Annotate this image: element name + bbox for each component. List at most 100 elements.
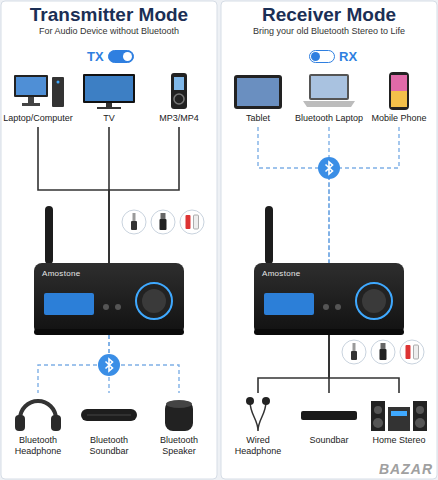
device-icon (8, 393, 68, 433)
bluetooth-symbol (318, 157, 340, 179)
device-card: MP3/MP4 (144, 71, 214, 127)
device-card: Home Stereo (364, 393, 434, 449)
device-card: Bluetooth Headphone (3, 393, 73, 460)
aux-plug-icon (122, 210, 146, 234)
laptop-screen (311, 76, 347, 98)
speaker-cone (373, 418, 383, 428)
unit-knob (136, 283, 172, 319)
plug-tip (353, 343, 356, 351)
tv-frame (83, 74, 135, 103)
phone-screen (391, 75, 407, 91)
transceiver-unit: Amostone (254, 263, 404, 335)
stereo-display (391, 411, 407, 416)
mode-title: Transmitter Mode (5, 4, 213, 26)
device-label: Bluetooth Speaker (144, 435, 214, 457)
speaker-body (165, 401, 193, 431)
unit-button (335, 304, 341, 310)
stereo-speaker (413, 401, 427, 431)
player-wheel (174, 94, 184, 104)
device-label: Bluetooth Laptop (294, 113, 364, 124)
laptop-base (303, 101, 355, 107)
mode-toggle: RX (307, 47, 359, 66)
device-label: MP3/MP4 (144, 113, 214, 124)
ear-cup (51, 415, 61, 431)
device-label: Soundbar (294, 435, 364, 446)
device-label: Bluetooth Soundbar (74, 435, 144, 457)
unit-base (34, 329, 184, 335)
panel-heading: Receiver ModeBring your old Bluetooth St… (221, 1, 437, 37)
toggle-knob (123, 52, 132, 61)
panel-heading: Transmitter ModeFor Audio Device without… (1, 1, 217, 37)
optical-plug-icon (371, 340, 395, 364)
toggle-knob (311, 52, 320, 61)
stereo-deck (388, 407, 410, 431)
player-body (171, 73, 187, 109)
earbud-cable (250, 401, 266, 431)
plug-badge (122, 210, 146, 234)
toggle-switch (309, 50, 335, 63)
device-icon (299, 71, 359, 111)
mode-subtitle: For Audio Device without Bluetooth (5, 26, 213, 37)
tv-stand (106, 103, 112, 107)
unit-screen (264, 293, 314, 315)
soundbar-grille (87, 415, 131, 416)
bluetooth-symbol (98, 354, 120, 376)
device-card: Bluetooth Soundbar (74, 393, 144, 460)
stereo-speaker (371, 401, 385, 431)
device-icon (149, 393, 209, 433)
panel-ground (1, 1, 217, 479)
brand-holder: Amostone (42, 269, 80, 278)
tablet-body (234, 75, 282, 109)
device-icon (369, 393, 429, 433)
device-label: Laptop/Computer (3, 113, 73, 124)
rca-plug-icon (400, 340, 424, 364)
pc-tower (52, 77, 64, 107)
unit-knob (356, 283, 392, 319)
rca-plug-icon (180, 210, 204, 234)
soundbar-body (301, 411, 357, 420)
mode-title: Receiver Mode (225, 4, 433, 26)
optical-plug-icon (151, 210, 175, 234)
device-card: Mobile Phone (364, 71, 434, 127)
brand-holder: Amostone (262, 269, 300, 278)
player-screen (174, 77, 184, 90)
device-label: Mobile Phone (364, 113, 434, 124)
plug-body (414, 345, 419, 359)
device-icon (8, 71, 68, 111)
device-icon (149, 71, 209, 111)
antenna (265, 206, 273, 264)
device-icon (299, 393, 359, 433)
bluetooth-badge (318, 157, 340, 179)
plug-body (186, 215, 191, 229)
device-icon (228, 71, 288, 111)
device-card: TV (74, 71, 144, 127)
earbud (246, 397, 254, 405)
device-card: Bluetooth Speaker (144, 393, 214, 460)
device-card: Wired Headphone (223, 393, 293, 460)
aux-plug-icon (342, 340, 366, 364)
antenna (45, 206, 53, 264)
plug-body (406, 345, 411, 359)
toggle-switch (108, 50, 134, 63)
earbud (262, 397, 270, 405)
audio-cable (329, 335, 399, 393)
bluetooth-rune (326, 162, 333, 174)
tv-screen (85, 76, 133, 101)
power-light (57, 81, 60, 84)
tablet-screen (237, 78, 279, 106)
brand-name: Amostone (42, 269, 80, 278)
mode-tag: RX (339, 49, 357, 64)
device-label: TV (74, 113, 144, 124)
unit-screen (44, 293, 94, 315)
mode-tag: TX (87, 49, 104, 64)
device-card: Soundbar (294, 393, 364, 449)
mode-panel: Transmitter ModeFor Audio Device without… (1, 1, 217, 479)
speaker-top (166, 400, 192, 408)
monitor-screen (16, 77, 46, 95)
toggle-track (310, 51, 335, 63)
device-icon (79, 71, 139, 111)
headband (20, 401, 56, 419)
plug-badge (180, 210, 204, 234)
plug-badge (151, 210, 175, 234)
